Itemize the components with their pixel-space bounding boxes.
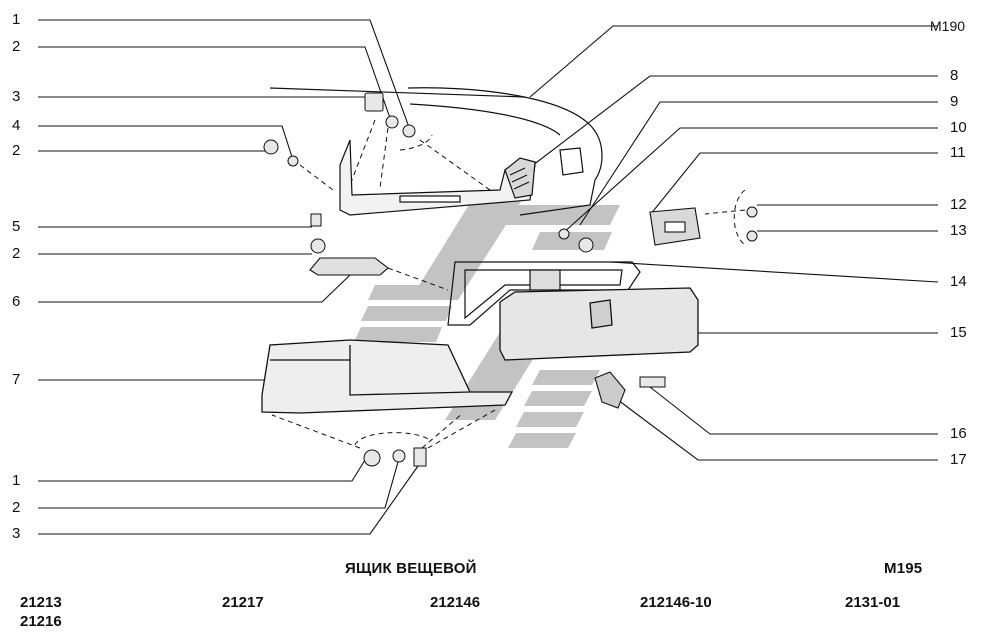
latch-bracket bbox=[649, 207, 701, 246]
figure-code: М195 bbox=[884, 560, 923, 577]
callout-3: 3 bbox=[12, 525, 21, 542]
callout-12: 12 bbox=[950, 196, 967, 213]
callout-2: 2 bbox=[12, 38, 21, 55]
model-number: 212146 bbox=[430, 594, 481, 611]
dashboard-outline bbox=[269, 87, 603, 216]
model-number: 21213 bbox=[20, 594, 62, 611]
assembly-lines bbox=[271, 119, 746, 449]
callout-14: 14 bbox=[950, 273, 967, 290]
callout-6: 6 bbox=[12, 293, 21, 310]
lid-panel bbox=[499, 287, 699, 361]
callout-9: 9 bbox=[950, 93, 959, 110]
callout-2: 2 bbox=[12, 142, 21, 159]
leader-lines bbox=[38, 19, 939, 535]
model-number: 21217 bbox=[222, 594, 264, 611]
callout-7: 7 bbox=[12, 371, 21, 388]
callout-13: 13 bbox=[950, 222, 967, 239]
hinge-link bbox=[309, 257, 389, 276]
model-number: 2131-01 bbox=[845, 594, 901, 611]
model-number: 212146-10 bbox=[640, 594, 712, 611]
glove-box-body bbox=[261, 339, 514, 414]
callout-16: 16 bbox=[950, 425, 967, 442]
callout-3: 3 bbox=[12, 88, 21, 105]
model-number: 21216 bbox=[20, 613, 62, 630]
callout-8: 8 bbox=[950, 67, 959, 84]
figure-ref: М190 bbox=[930, 18, 966, 34]
diagram-title: ЯЩИК ВЕЩЕВОЙ bbox=[345, 560, 477, 577]
fasteners bbox=[263, 92, 758, 467]
callout-2: 2 bbox=[12, 245, 21, 262]
callout-11: 11 bbox=[950, 144, 966, 161]
callout-4: 4 bbox=[12, 117, 21, 134]
callout-15: 15 bbox=[950, 324, 967, 341]
callout-1: 1 bbox=[12, 11, 21, 28]
lid-frame bbox=[447, 261, 641, 326]
callout-17: 17 bbox=[950, 451, 967, 468]
stop-pad bbox=[594, 371, 626, 409]
upper-bracket bbox=[339, 139, 536, 216]
callout-5: 5 bbox=[12, 218, 21, 235]
callout-10: 10 bbox=[950, 119, 967, 136]
callout-2: 2 bbox=[12, 499, 21, 516]
callout-1: 1 bbox=[12, 472, 21, 489]
